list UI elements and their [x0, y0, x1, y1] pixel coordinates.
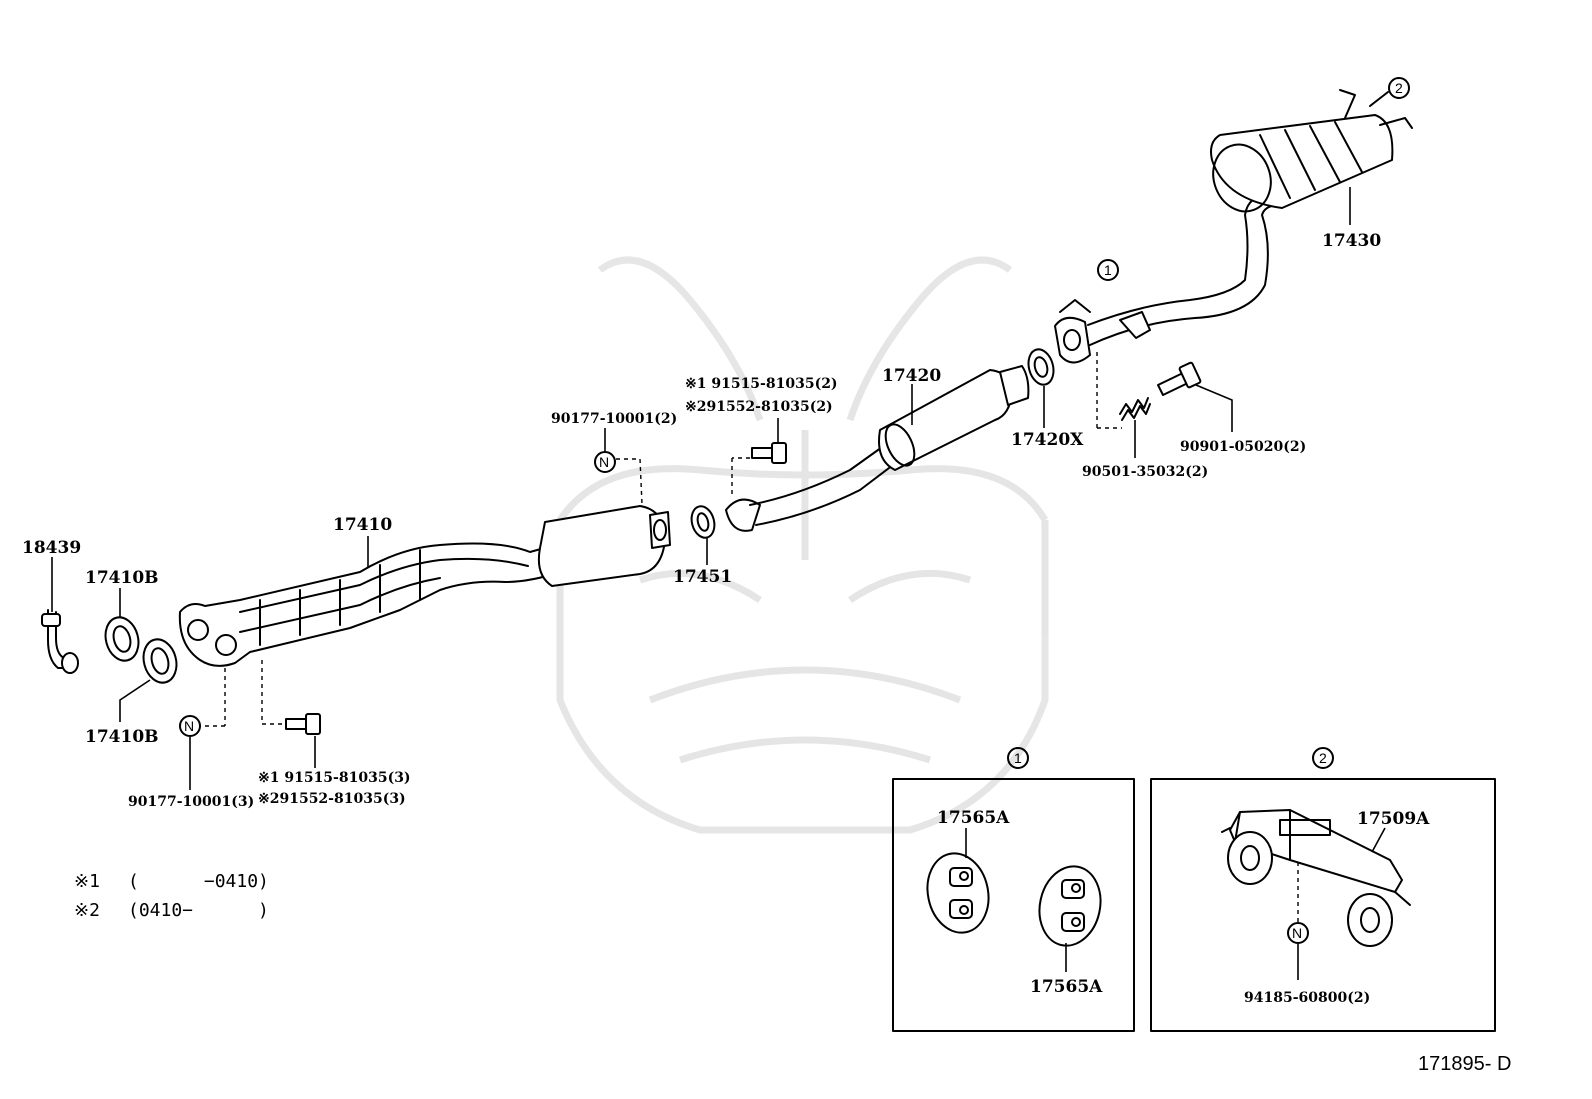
svg-text:N: N [1292, 925, 1302, 941]
bolt-icon-90901 [1157, 361, 1202, 396]
label-18439: 18439 [22, 538, 81, 558]
svg-text:2: 2 [1395, 80, 1403, 96]
label-17565a-2: 17565A [1030, 977, 1103, 997]
diagram-reference-id: 171895- D [1418, 1053, 1511, 1075]
callout-circle-1-main [1097, 259, 1119, 281]
callout-circle-2-main [1388, 77, 1410, 99]
label-91515-left: ※1 91515-81035(3) [258, 770, 411, 786]
label-17420x: 17420X [1011, 430, 1084, 450]
center-exhaust-pipe-17420 [725, 365, 1030, 532]
label-90501: 90501-35032(2) [1082, 464, 1208, 480]
rubber-hanger-17565a-2 [1038, 865, 1102, 947]
label-17410b-top: 17410B [85, 568, 159, 588]
bolt-icon-left [285, 713, 321, 735]
label-17451: 17451 [673, 567, 732, 587]
note-1-text: ( −0410) [128, 871, 269, 892]
gasket-17420x [1027, 348, 1055, 386]
svg-text:N: N [599, 454, 609, 470]
label-94185: 94185-60800(2) [1244, 990, 1370, 1006]
catalytic-converter [537, 505, 671, 587]
inset-box-1 [892, 778, 1135, 1032]
svg-text:N: N [184, 718, 194, 734]
label-91552-left: ※291552-81035(3) [258, 791, 406, 807]
note-1-mark: ※1 [74, 871, 100, 892]
label-90177-mid: 90177-10001(2) [551, 411, 677, 427]
label-17410: 17410 [333, 515, 392, 535]
inset-box-2 [1150, 778, 1496, 1032]
gasket-17451 [690, 505, 716, 539]
svg-text:1: 1 [1014, 750, 1022, 766]
hanger-bracket-17509a [1221, 809, 1411, 947]
callout-circle-1-inset [1007, 747, 1029, 769]
callout-circle-2-inset [1312, 747, 1334, 769]
label-17410b-bottom: 17410B [85, 727, 159, 747]
svg-text:1: 1 [1104, 262, 1112, 278]
spring-icon [1119, 397, 1151, 421]
gasket-17410b-bottom [142, 638, 178, 684]
tail-pipe-muffler-17430 [1054, 89, 1413, 364]
nut-icon-inset [1287, 922, 1309, 944]
watermark-logo [556, 256, 1049, 834]
label-17420: 17420 [882, 366, 941, 386]
label-90901: 90901-05020(2) [1180, 439, 1306, 455]
svg-text:2: 2 [1319, 750, 1327, 766]
note-2-text: (0410− ) [128, 900, 269, 921]
label-90177-left: 90177-10001(3) [128, 794, 254, 810]
bolt-icon-mid [751, 442, 787, 464]
oxygen-sensor-18439 [41, 609, 79, 674]
label-17509a: 17509A [1357, 809, 1430, 829]
nut-icon-left [179, 715, 201, 737]
label-17565a-1: 17565A [937, 808, 1010, 828]
note-2-mark: ※2 [74, 900, 100, 921]
label-17430: 17430 [1322, 231, 1381, 251]
label-91552-mid: ※291552-81035(2) [685, 399, 833, 415]
front-exhaust-pipe-17410 [178, 530, 586, 667]
nut-icon-mid [594, 451, 616, 473]
rubber-hanger-17565a-1 [926, 852, 990, 934]
gasket-17410b-top [104, 616, 140, 662]
label-91515-mid: ※1 91515-81035(2) [685, 376, 838, 392]
